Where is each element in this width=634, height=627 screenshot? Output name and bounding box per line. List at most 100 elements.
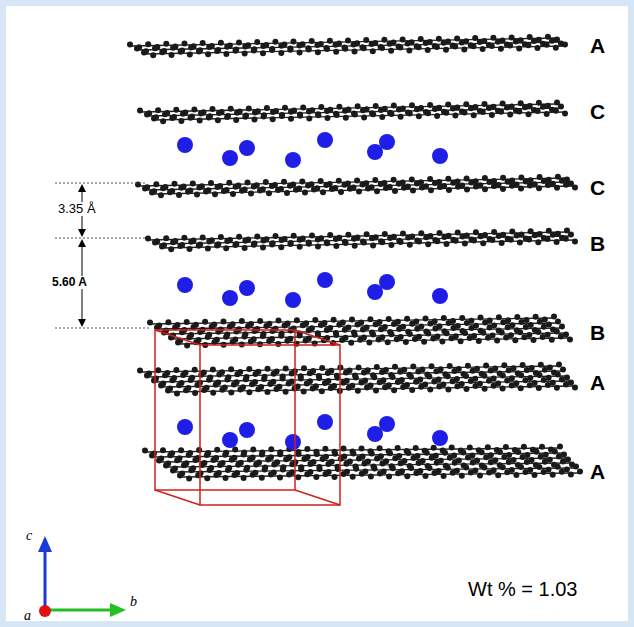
carbon-atom [147,320,153,326]
carbon-atom [489,43,495,49]
carbon-atom [152,45,158,51]
carbon-atom [211,457,217,463]
carbon-atom [446,187,452,193]
carbon-atom [247,457,253,463]
carbon-atom [215,117,221,123]
carbon-atom [387,41,393,47]
carbon-atom [162,372,168,378]
carbon-atom [505,324,511,330]
carbon-atom [563,236,569,242]
carbon-atom [500,186,506,192]
carbon-atom [280,376,286,382]
carbon-atom [249,381,255,387]
intercalant-atom [222,290,238,306]
carbon-atom [180,372,186,378]
carbon-atom [170,45,176,51]
layer-letter: B [590,321,605,344]
carbon-atom [552,449,558,455]
carbon-atom [206,44,212,50]
carbon-atom [186,475,192,481]
carbon-atom [370,242,376,248]
carbon-atom [418,384,424,390]
intercalant-atoms [177,132,448,450]
carbon-atom [297,113,303,119]
carbon-atom [378,107,384,113]
carbon-atom [305,182,311,188]
carbon-atom [477,39,483,45]
carbon-atom [555,372,561,378]
carbon-atom [174,390,180,396]
axis-label: a [24,608,31,623]
carbon-atom [145,41,151,47]
carbon-atom [562,111,568,117]
carbon-atom [527,182,533,188]
intercalant-atom [239,140,255,156]
carbon-atom [535,239,541,245]
carbon-atom [245,323,251,329]
carbon-atom [482,101,488,107]
carbon-atom [514,233,520,239]
carbon-atom [216,372,222,378]
carbon-atom [323,471,329,477]
carbon-atom [557,444,563,450]
carbon-atom [554,185,560,191]
carbon-atom [538,362,544,368]
carbon-atom [489,237,495,243]
carbon-atom [177,243,183,249]
carbon-atom [277,475,283,481]
carbon-atom [361,240,367,246]
carbon-atom [501,362,507,368]
carbon-atom [325,370,331,376]
carbon-atom [288,241,294,247]
carbon-atom [213,382,219,388]
carbon-atom [386,473,392,479]
carbon-atom [524,459,530,465]
carbon-atom [182,41,188,47]
carbon-atom [462,330,468,336]
carbon-atom [251,47,257,53]
carbon-atom [260,43,266,49]
carbon-atom [423,234,429,240]
carbon-atom [304,471,310,477]
carbon-atom [210,106,216,112]
carbon-atom [408,374,414,380]
axis-label: b [130,594,137,609]
layer-letter: A [590,34,605,57]
carbon-atom [269,47,275,53]
carbon-atom [518,464,524,470]
carbon-atom [366,340,372,346]
carbon-atom [336,322,342,328]
carbon-atom [278,50,284,56]
carbon-atom [389,331,395,337]
carbon-atom [509,183,515,189]
carbon-atom [390,374,396,380]
carbon-atom [178,49,184,55]
carbon-atom [260,245,266,251]
carbon-atom [434,238,440,244]
carbon-atom [231,381,237,387]
carbon-atom [144,112,150,118]
carbon-atom [198,372,204,378]
carbon-atom [388,48,394,54]
carbon-atom [360,327,366,333]
carbon-atom [468,470,474,476]
carbon-atom [398,114,404,120]
carbon-atom [281,179,287,185]
carbon-atom [356,189,362,195]
carbon-atom [280,466,286,472]
carbon-atom [478,233,484,239]
carbon-atom [327,38,333,44]
carbon-atom [359,445,365,451]
carbon-atom [349,317,355,323]
carbon-atom [235,462,241,468]
carbon-atom [397,45,403,51]
carbon-atom [424,450,430,456]
carbon-atom [387,235,393,241]
layer-letter: C [590,176,605,199]
carbon-atom [461,46,467,52]
carbon-atom [233,184,239,190]
carbon-atom [293,187,299,193]
carbon-atom [431,445,437,451]
carbon-atom [568,472,574,478]
